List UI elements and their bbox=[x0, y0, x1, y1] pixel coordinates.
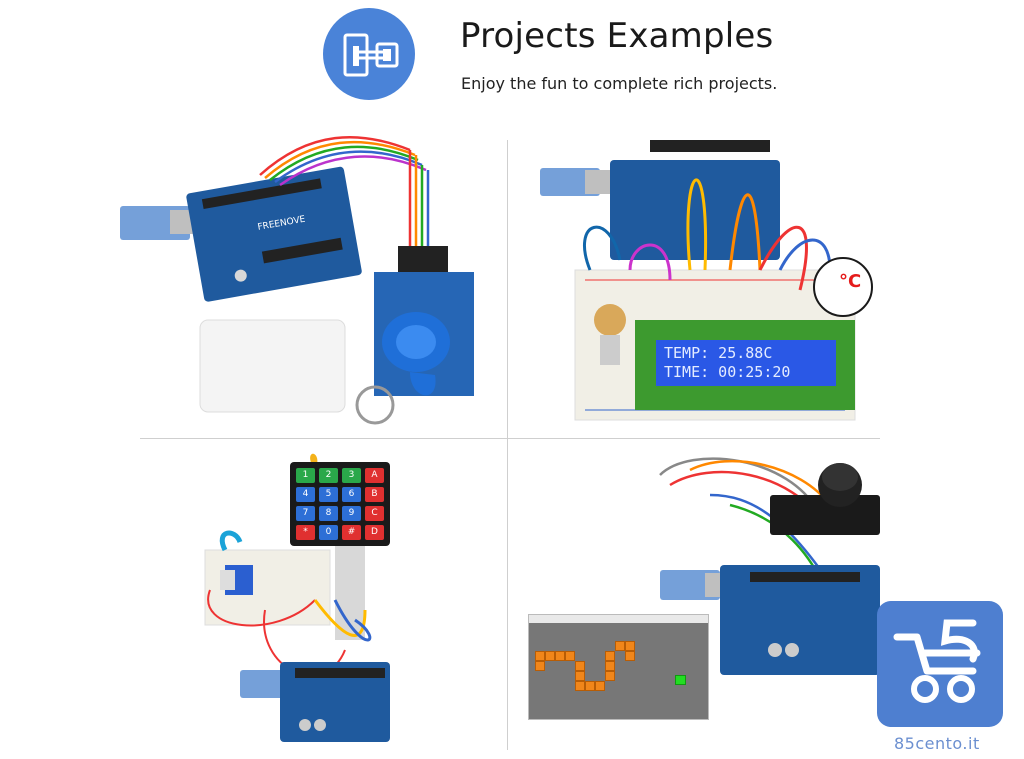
keypad-key: # bbox=[342, 525, 361, 540]
divider-vertical bbox=[507, 140, 508, 750]
temperature-unit-label: °C bbox=[839, 271, 862, 292]
keypad-key: * bbox=[296, 525, 315, 540]
temperature-sensor-badge: °C bbox=[813, 257, 873, 317]
snake-segment bbox=[585, 681, 595, 691]
snake-segment bbox=[605, 661, 615, 671]
keypad-key: C bbox=[365, 506, 384, 521]
page-title: Projects Examples bbox=[460, 16, 774, 56]
keypad-key: 1 bbox=[296, 468, 315, 483]
page-subtitle: Enjoy the fun to complete rich projects. bbox=[461, 74, 778, 93]
keypad-key: 9 bbox=[342, 506, 361, 521]
snake-segment bbox=[535, 651, 545, 661]
divider-horizontal bbox=[140, 438, 880, 439]
keypad-key: 7 bbox=[296, 506, 315, 521]
lcd-line-2: TIME: 00:25:20 bbox=[664, 363, 791, 381]
snake-segment bbox=[565, 651, 575, 661]
keypad-key: 4 bbox=[296, 487, 315, 502]
joystick-game-project-illustration bbox=[659, 457, 880, 675]
keypad-key: D bbox=[365, 525, 384, 540]
cart-5-icon bbox=[877, 601, 1003, 727]
lcd-line-1: TEMP: 25.88C bbox=[664, 344, 773, 362]
snake-segment bbox=[575, 681, 585, 691]
keypad-key: 6 bbox=[342, 487, 361, 502]
snake-segment bbox=[595, 681, 605, 691]
snake-segment bbox=[605, 651, 615, 661]
snake-segment bbox=[575, 671, 585, 681]
snake-game-window bbox=[528, 614, 709, 720]
snake-segment bbox=[535, 661, 545, 671]
project-logo-icon bbox=[323, 8, 415, 100]
snake-segment bbox=[605, 671, 615, 681]
snake-segment bbox=[555, 651, 565, 661]
keypad-key: A bbox=[365, 468, 384, 483]
keypad-key: 8 bbox=[319, 506, 338, 521]
keypad-key: 5 bbox=[319, 487, 338, 502]
keypad-key: B bbox=[365, 487, 384, 502]
rfid-project-illustration: FREENOVE bbox=[120, 136, 474, 425]
snake-segment bbox=[575, 661, 585, 671]
snake-segment bbox=[545, 651, 555, 661]
snake-segment bbox=[615, 641, 625, 651]
snake-food bbox=[675, 675, 686, 685]
keypad-key: 3 bbox=[342, 468, 361, 483]
game-window-titlebar bbox=[529, 615, 708, 623]
snake-segment bbox=[625, 651, 635, 661]
keypad-key: 2 bbox=[319, 468, 338, 483]
lcd-display: TEMP: 25.88C TIME: 00:25:20 bbox=[656, 340, 836, 386]
brand-text: 85cento.it bbox=[894, 734, 980, 753]
keypad-key: 0 bbox=[319, 525, 338, 540]
snake-segment bbox=[625, 641, 635, 651]
